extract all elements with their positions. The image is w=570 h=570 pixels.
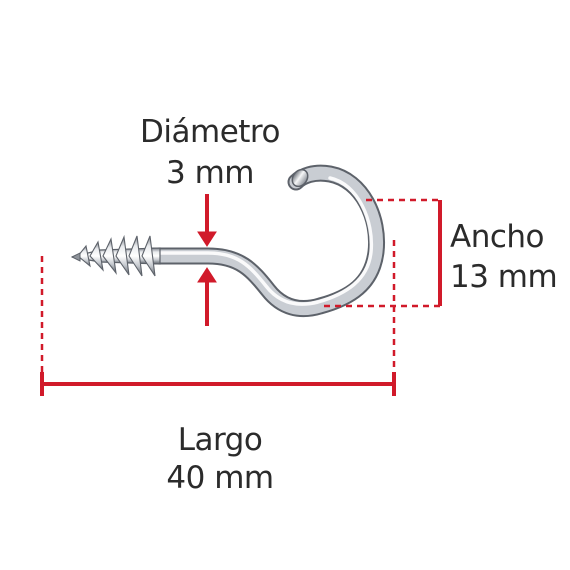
largo-value: 40 mm <box>166 460 274 496</box>
hook-tip <box>291 168 309 188</box>
hook-wire-highlight <box>150 176 374 306</box>
largo-label: Largo <box>177 422 263 458</box>
ancho-label: Ancho <box>450 219 545 255</box>
diametro-bottom-arrowhead <box>197 267 217 283</box>
diametro-value: 3 mm <box>166 155 254 191</box>
diametro-top-arrowhead <box>197 231 217 247</box>
screw-threads <box>77 234 156 277</box>
dimension-lines <box>40 194 442 396</box>
ancho-value: 13 mm <box>450 259 558 295</box>
hook-illustration <box>70 164 386 318</box>
diametro-label: Diámetro <box>140 114 280 150</box>
screw-tip <box>70 252 81 262</box>
